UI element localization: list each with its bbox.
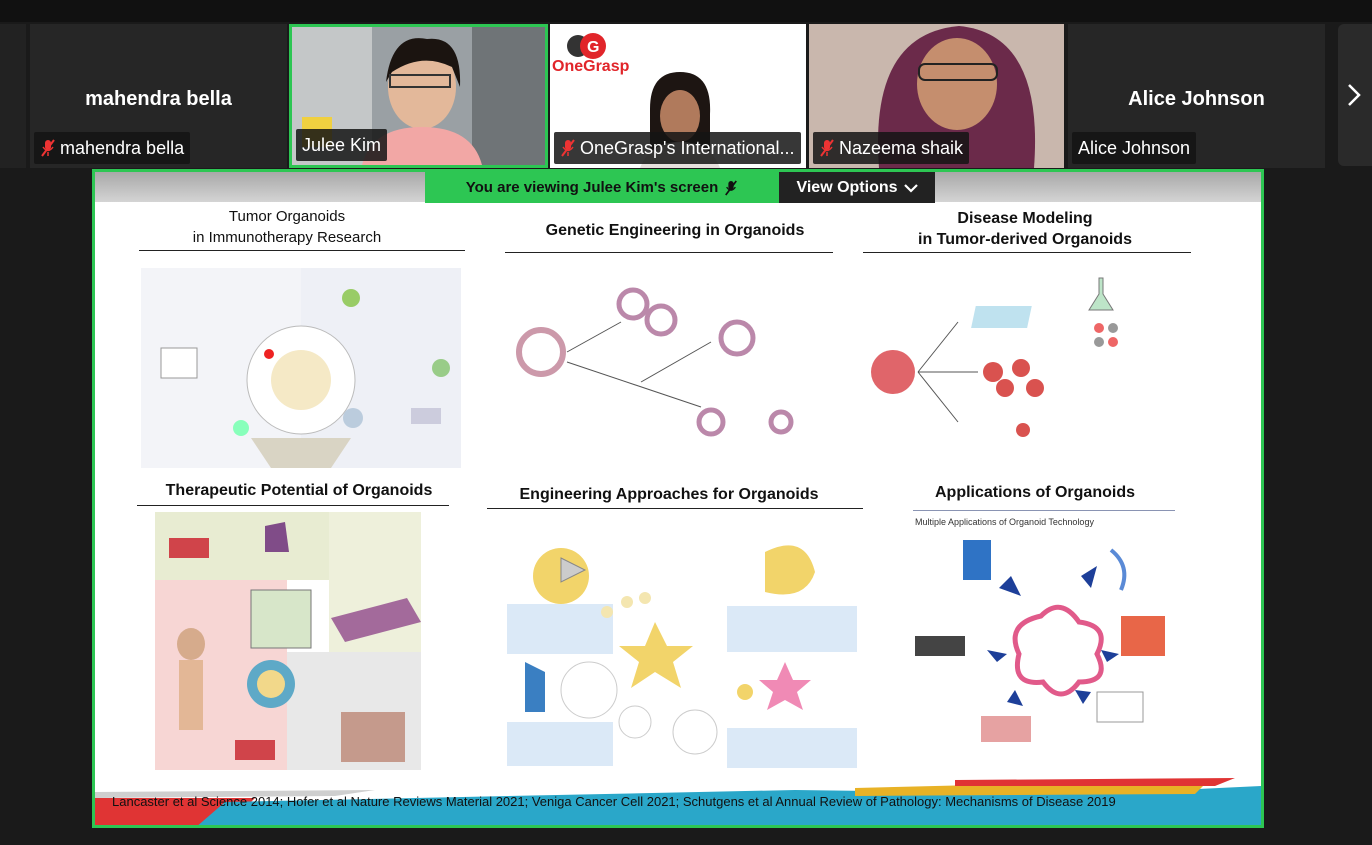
participant-name: OneGrasp's International...	[580, 138, 795, 158]
participant-name: Nazeema shaik	[839, 138, 964, 158]
title-rule	[137, 505, 449, 506]
panel-title-line: Tumor Organoids	[228, 208, 346, 225]
participant-tile-mahendra[interactable]: mahendra bella mahendra bella	[30, 24, 287, 168]
participant-name: Julee Kim	[302, 135, 382, 155]
bottom-toolbar	[0, 828, 1372, 845]
mic-muted-icon	[820, 139, 834, 157]
participant-display-name: Alice Johnson	[1128, 88, 1265, 110]
participant-name: mahendra bella	[60, 138, 185, 158]
figure-genetic-engineering	[511, 282, 827, 458]
panel-title-line: Disease Modeling	[957, 210, 1093, 227]
chevron-down-icon	[903, 183, 918, 193]
participant-name: Alice Johnson	[1078, 138, 1191, 158]
panel-title-line: in Tumor-derived Organoids	[918, 231, 1132, 248]
figure-applications	[911, 536, 1177, 772]
panel-title-line: Applications of Organoids	[934, 484, 1135, 501]
panel-title-line: in Immunotherapy Research	[192, 229, 382, 246]
svg-text:G: G	[587, 39, 599, 56]
viewing-text: You are viewing Julee Kim's screen	[465, 179, 719, 196]
figure-engineering-approaches	[505, 532, 865, 768]
participant-name-tag: OneGrasp's International...	[554, 132, 801, 164]
title-rule	[487, 508, 863, 509]
participant-tile-nazeema[interactable]: Nazeema shaik	[809, 24, 1064, 168]
title-rule	[139, 250, 465, 251]
panel-title-line: Genetic Engineering in Organoids	[545, 222, 805, 239]
participant-tile-alice[interactable]: Alice Johnson Alice Johnson	[1068, 24, 1325, 168]
figure-therapeutic-potential	[155, 512, 421, 770]
panel-title-2: Genetic Engineering in Organoids	[515, 220, 835, 241]
mic-muted-icon	[41, 139, 55, 157]
participant-tile-julee[interactable]: Julee Kim	[289, 24, 548, 168]
top-bar	[0, 0, 1372, 22]
company-logo-text: OneGrasp	[552, 58, 630, 75]
mic-muted-icon	[561, 139, 575, 157]
panel-title-line: Engineering Approaches for Organoids	[519, 486, 819, 503]
next-page-button[interactable]	[1338, 24, 1372, 166]
panel-title-line: Therapeutic Potential of Organoids	[165, 482, 433, 499]
viewing-banner: You are viewing Julee Kim's screen	[425, 172, 779, 203]
slide-footer-decoration	[95, 772, 1261, 825]
panel-title-5: Engineering Approaches for Organoids	[499, 484, 839, 505]
title-rule	[863, 252, 1191, 253]
panel-title-1: Tumor Organoids in Immunotherapy Researc…	[137, 206, 437, 248]
title-rule	[505, 252, 833, 253]
participant-display-name: mahendra bella	[85, 88, 232, 110]
participant-name-tag: mahendra bella	[34, 132, 191, 164]
figure-disease-modeling	[863, 272, 1183, 462]
participant-strip: mahendra bella mahendra bella Julee Kim	[0, 22, 1372, 169]
view-options-button[interactable]: View Options	[779, 172, 935, 203]
panel-title-3: Disease Modeling in Tumor-derived Organo…	[865, 208, 1185, 250]
shared-screen: You are viewing Julee Kim's screen View …	[92, 169, 1264, 828]
participant-name-tag: Alice Johnson	[1072, 132, 1197, 164]
figure-immunotherapy	[141, 268, 461, 468]
participant-tile-onegrasp[interactable]: G OneGrasp OneGrasp's International...	[550, 24, 806, 168]
participant-name-tag: Nazeema shaik	[813, 132, 970, 164]
mic-muted-icon	[725, 179, 738, 196]
prev-strip	[0, 24, 26, 168]
citation-text: Lancaster et al Science 2014; Hofer et a…	[112, 794, 1116, 809]
panel-title-4: Therapeutic Potential of Organoids	[139, 480, 459, 501]
panel-title-6: Applications of Organoids	[885, 482, 1185, 503]
panel-subtitle: Multiple Applications of Organoid Techno…	[915, 517, 1094, 527]
participant-name-tag: Julee Kim	[296, 129, 388, 161]
view-options-label: View Options	[796, 178, 898, 196]
title-rule	[913, 510, 1175, 511]
chevron-right-icon	[1348, 84, 1361, 106]
